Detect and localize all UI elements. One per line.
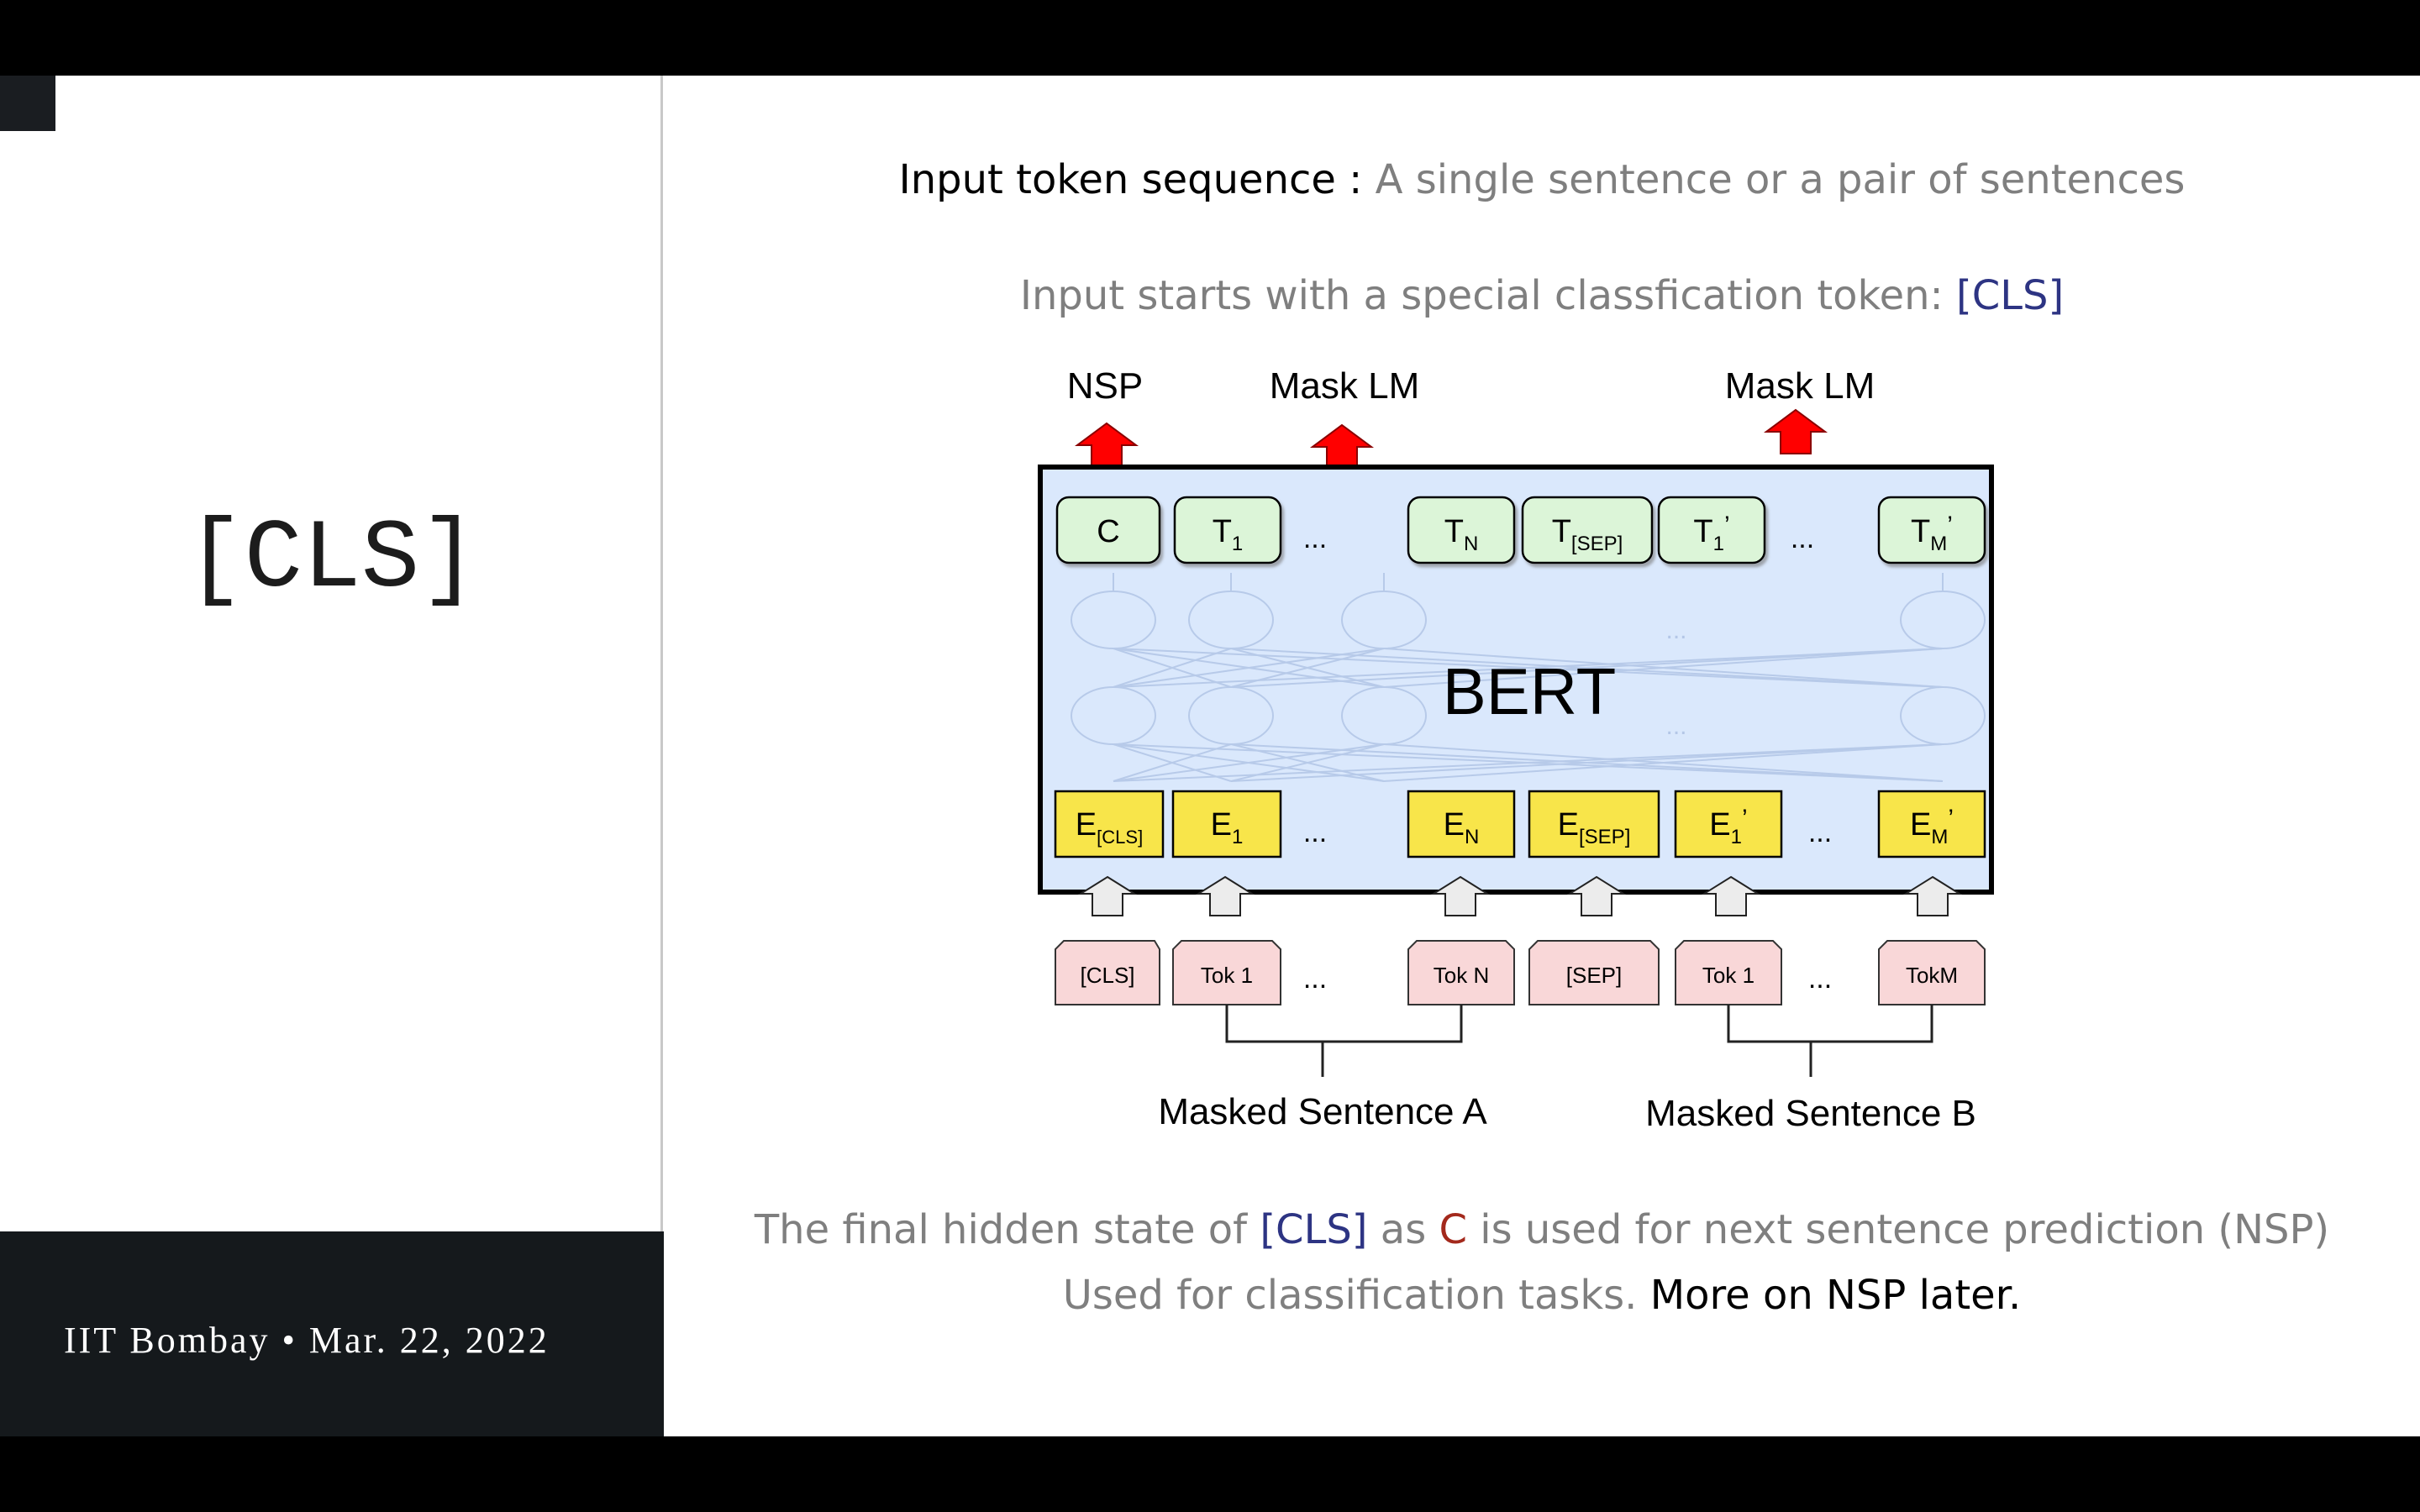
embed-box-en [1407,790,1516,858]
output-ellipsis: ... [1303,522,1327,554]
c-token-highlight: C [1439,1206,1467,1253]
nsp-usage-text: is used for next sentence prediction (NS… [1480,1206,2330,1253]
sentence-a-bracket [1225,1005,1463,1043]
faded-ellipsis: ... [1665,712,1686,740]
token-ellipsis: ... [1303,963,1327,995]
token-box-tok1b [1675,940,1782,1005]
classification-text: Used for classification tasks. [1062,1272,1638,1319]
token-sep-label: [SEP] [1566,963,1622,988]
bottom-letterbox [0,1436,2420,1512]
token-box-tokn [1407,940,1515,1005]
embed-box-e1 [1171,790,1282,858]
more-on-nsp-text: More on NSP later. [1649,1272,2022,1319]
faded-ellipsis: ... [1665,617,1686,644]
corner-mark [0,76,55,131]
embed-e1-prime-label: E1’ [1709,805,1747,848]
token-box-tok1 [1172,940,1281,1005]
bert-diagram: NSP Mask LM Mask LM ... ... BERT [1000,353,2033,1163]
vertical-divider [660,76,663,1231]
footer-panel [0,1231,664,1436]
token-tok1-label: Tok 1 [1201,963,1253,988]
input-sequence-line: Input token sequence : A single sentence… [664,156,2420,203]
output-box-tn [1407,496,1516,564]
embed-em-prime-label: EM’ [1910,805,1954,848]
embed-sep-label: E[SEP] [1558,807,1631,848]
mask-lm-label-1: Mask LM [1270,365,1419,407]
mask-lm-label-2: Mask LM [1725,365,1875,407]
top-letterbox [0,0,2420,76]
embed-box-cls [1054,790,1165,858]
bert-diagram-svg: NSP Mask LM Mask LM ... ... BERT [1038,365,1994,1134]
input-arrow-icon [1902,875,1963,916]
output-tm-prime-label: TM’ [1911,512,1953,555]
cls-intro-text: Input starts with a special classficatio… [1019,272,1944,319]
output-tn-label: TN [1444,514,1479,555]
input-arrow-icon [1566,875,1627,916]
embed-box-em-prime [1877,790,1986,858]
mask-lm-arrow-icon [1309,423,1375,468]
token-ellipsis: ... [1808,963,1832,995]
input-arrow-icon [1195,875,1255,916]
embed-e1-label: E1 [1211,807,1244,848]
output-t1-prime-label: T1’ [1693,512,1729,555]
hidden-state-text: The final hidden state of [754,1206,1248,1253]
input-arrow-icon [1430,875,1491,916]
nsp-arrow-icon [1074,422,1139,468]
footer-text: IIT Bombay • Mar. 22, 2022 [64,1320,550,1361]
output-box-c [1055,496,1161,564]
as-text: as [1380,1206,1427,1253]
token-box-tokm [1878,940,1986,1005]
cls-intro-line: Input starts with a special classficatio… [664,272,2420,319]
token-tok1b-label: Tok 1 [1702,963,1754,988]
classification-line: Used for classification tasks. More on N… [664,1272,2420,1319]
token-box-sep [1528,940,1660,1005]
output-box-t1 [1173,496,1282,564]
embed-box-sep [1528,790,1660,858]
embed-ellipsis: ... [1303,816,1327,848]
sentence-b-bracket [1727,1005,1933,1043]
cls-hidden-state-line: The final hidden state of [CLS] as C is … [664,1206,2420,1253]
mask-lm-arrow-icon [1763,408,1828,454]
input-sequence-label: Input token sequence : [898,156,1363,203]
cls-token-highlight: [CLS] [1260,1206,1368,1253]
bert-label: BERT [1443,654,1617,728]
output-t1-label: T1 [1213,514,1244,555]
input-arrow-icon [1701,875,1761,916]
embed-box-e1-prime [1674,790,1783,858]
slide-title: [CLS] [185,504,479,615]
output-box-tsep [1521,496,1654,564]
token-cls-label: [CLS] [1080,963,1134,988]
token-tokm-label: TokM [1906,963,1958,988]
embed-en-label: EN [1444,807,1480,848]
output-c-label: C [1097,514,1119,549]
output-box-t1-prime [1657,496,1766,564]
faded-network [1071,573,1986,782]
output-ellipsis: ... [1791,522,1814,554]
cls-token-highlight: [CLS] [1956,272,2065,319]
embed-ellipsis: ... [1808,816,1832,848]
output-tsep-label: T[SEP] [1552,514,1623,555]
input-sequence-desc: A single sentence or a pair of sentences [1375,156,2186,203]
sentence-a-label: Masked Sentence A [1158,1091,1487,1132]
input-arrow-icon [1077,875,1138,916]
embed-cls-label: E[CLS] [1076,807,1143,848]
token-box-cls [1055,940,1160,1005]
token-tokn-label: Tok N [1434,963,1489,988]
output-box-tm-prime [1877,496,1986,564]
sentence-b-label: Masked Sentence B [1645,1093,1976,1134]
nsp-label: NSP [1067,365,1143,407]
